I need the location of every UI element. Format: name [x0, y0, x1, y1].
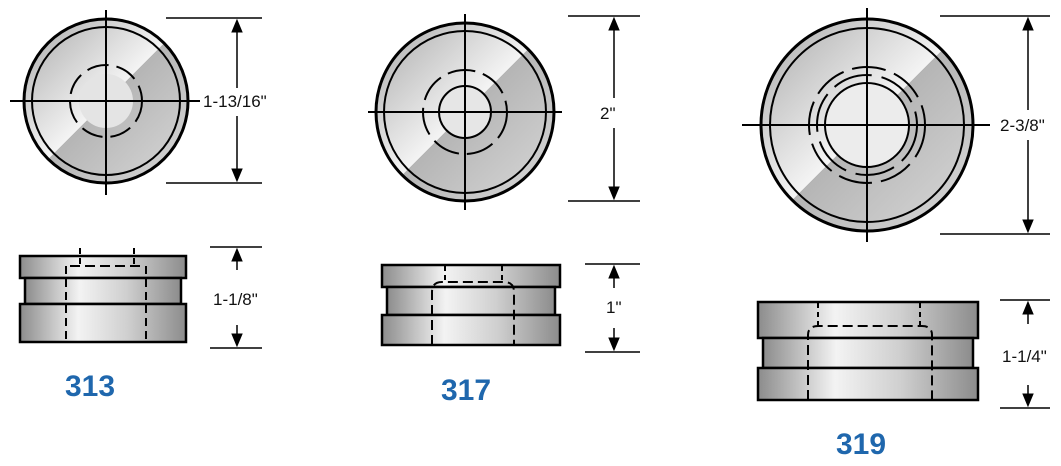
part-317-top-view	[368, 14, 562, 210]
part-319-side-view	[756, 300, 980, 402]
part-319-top-view	[742, 8, 990, 242]
part-317-diameter-label: 2"	[600, 104, 616, 123]
part-319-height-dimension	[1000, 299, 1050, 409]
part-313-height-dimension	[210, 246, 262, 349]
part-317-side-view	[380, 263, 562, 347]
part-317-height-dimension	[585, 263, 640, 353]
part-313: 1-13/16" 1-1/8" 313	[10, 10, 267, 403]
part-313-number: 313	[65, 370, 115, 403]
part-319-diameter-label: 2-3/8"	[1000, 116, 1045, 135]
part-319: 2-3/8" 1-1/4" 319	[742, 8, 1050, 461]
part-317-diameter-dimension	[568, 15, 640, 202]
part-317-height-label: 1"	[606, 298, 622, 317]
part-317-number: 317	[441, 374, 491, 407]
part-313-diameter-label: 1-13/16"	[203, 92, 267, 111]
part-317: 2" 1" 317	[368, 14, 640, 407]
part-313-diameter-dimension	[166, 17, 262, 184]
part-319-diameter-dimension	[940, 15, 1050, 235]
part-313-height-label: 1-1/8"	[213, 290, 258, 309]
part-319-number: 319	[836, 428, 886, 461]
part-319-height-label: 1-1/4"	[1002, 347, 1047, 366]
part-313-side-view	[18, 248, 188, 344]
part-313-top-view	[10, 10, 200, 195]
